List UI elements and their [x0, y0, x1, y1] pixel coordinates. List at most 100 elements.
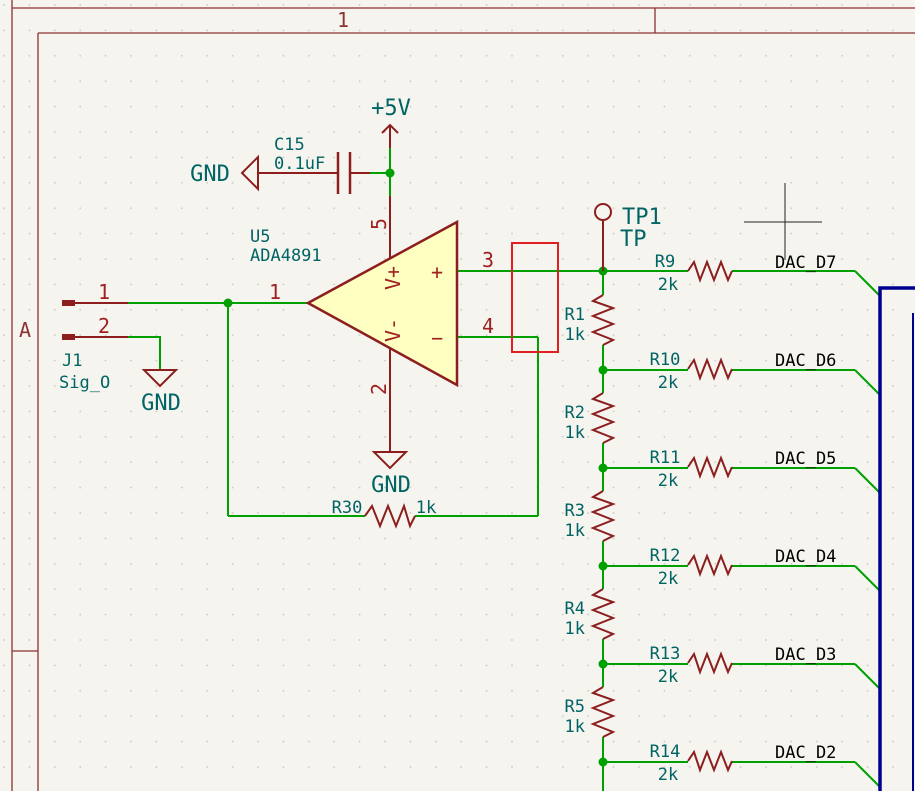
r30-resistor[interactable]: R30 1k — [332, 498, 437, 529]
resistor-value: 1k — [565, 619, 585, 639]
j1-pin2-number: 2 — [98, 314, 110, 338]
ladder-branch-r13[interactable]: R13 2k DAC_D3 — [650, 644, 837, 687]
gnd-label-j1: GND — [141, 391, 181, 416]
gnd-symbol-j1[interactable]: GND — [141, 369, 181, 416]
net-label-dac-d3[interactable]: DAC_D3 — [775, 645, 836, 665]
resistor-value: 2k — [658, 373, 678, 393]
resistor-reference: R13 — [650, 644, 681, 664]
u5-value: ADA4891 — [250, 246, 322, 266]
j1-pin1-contact — [62, 300, 75, 306]
ladder-branch-r11[interactable]: R11 2k DAC_D5 — [650, 448, 837, 491]
c15-value: 0.1uF — [274, 154, 325, 174]
resistor-zigzag — [590, 588, 616, 640]
c15-capacitor[interactable]: C15 0.1uF — [258, 135, 370, 194]
resistor-zigzag — [687, 357, 733, 381]
u5-reference: U5 — [250, 227, 270, 247]
crosshair-cursor-icon — [744, 183, 822, 260]
border-row-letter: A — [19, 318, 31, 342]
tp1-testpoint[interactable]: TP1 TP — [594, 203, 662, 271]
dac-bus[interactable] — [878, 286, 915, 791]
opamp-vplus-label: V+ — [381, 266, 405, 290]
net-label-dac-d5[interactable]: DAC_D5 — [775, 449, 836, 469]
opamp-minus-sign: − — [431, 326, 443, 350]
resistor-zigzag — [590, 392, 616, 444]
resistor-reference: R2 — [565, 403, 585, 423]
opamp-pin-plus: 3 — [482, 248, 494, 272]
border-column-number: 1 — [337, 8, 349, 32]
j1-value: Sig_O — [59, 373, 110, 393]
ladder-branch-r9[interactable]: R9 2k DAC_D7 — [655, 252, 837, 295]
resistor-reference: R11 — [650, 448, 681, 468]
opamp-pin-vminus: 2 — [367, 383, 391, 395]
j1-connector[interactable]: 1 2 J1 Sig_O — [59, 280, 128, 393]
resistor-reference: R3 — [565, 501, 585, 521]
power-5v-symbol[interactable]: +5V — [371, 96, 411, 148]
opamp-triangle — [305, 219, 459, 388]
ladder-branch-r10[interactable]: R10 2k DAC_D6 — [650, 350, 837, 393]
resistor-reference: R9 — [655, 252, 675, 272]
j1-pin2-contact — [62, 334, 75, 340]
ground-icon — [141, 369, 179, 388]
net-label-dac-d7[interactable]: DAC_D7 — [775, 253, 836, 273]
resistor-reference: R1 — [565, 305, 585, 325]
ladder-branch-r12[interactable]: R12 2k DAC_D4 — [650, 546, 837, 589]
resistor-zigzag — [687, 651, 733, 675]
ladder-branch-r14[interactable]: R14 2k DAC_D2 — [650, 742, 837, 785]
net-label-dac-d2[interactable]: DAC_D2 — [775, 743, 836, 763]
resistor-value: 1k — [565, 423, 585, 443]
vcc-label: +5V — [371, 96, 411, 121]
resistor-reference: R5 — [565, 697, 585, 717]
r30-reference: R30 — [332, 498, 363, 518]
r30-value: 1k — [416, 498, 436, 518]
resistor-zigzag — [687, 455, 733, 479]
resistor-reference: R14 — [650, 742, 681, 762]
opamp-vminus-label: V- — [381, 318, 405, 342]
resistor-value: 2k — [658, 765, 678, 785]
opamp-pin-out: 1 — [269, 280, 281, 304]
resistor-zigzag — [687, 259, 733, 283]
resistor-reference: R12 — [650, 546, 681, 566]
resistor-zigzag — [590, 686, 616, 738]
net-label-dac-d6[interactable]: DAC_D6 — [775, 351, 836, 371]
resistor-reference: R4 — [565, 599, 585, 619]
gnd-symbol-c15[interactable]: GND — [190, 154, 259, 192]
gnd-symbol-opamp[interactable]: GND — [371, 405, 411, 498]
resistor-value: 1k — [565, 325, 585, 345]
sheet-border — [11, 0, 915, 791]
resistor-value: 1k — [565, 521, 585, 541]
j1-reference: J1 — [62, 351, 82, 371]
resistor-value: 2k — [658, 569, 678, 589]
resistor-zigzag — [687, 553, 733, 577]
junctions — [223, 168, 608, 767]
resistor-value: 2k — [658, 667, 678, 687]
resistor-value: 2k — [658, 471, 678, 491]
j1-pin1-number: 1 — [98, 280, 110, 304]
selection-box[interactable] — [511, 242, 559, 353]
resistor-zigzag — [590, 294, 616, 346]
power-arrow-icon — [381, 123, 399, 134]
tp1-reference: TP1 — [622, 205, 662, 230]
resistor-reference: R10 — [650, 350, 681, 370]
tp1-value: TP — [620, 227, 647, 252]
opamp-pin-vplus: 5 — [367, 218, 391, 230]
resistor-zigzag — [590, 490, 616, 542]
ground-icon — [240, 154, 259, 192]
u5-opamp[interactable]: + − V+ V- 1 3 4 5 2 U5 ADA4891 — [250, 196, 494, 405]
gnd-label-opamp: GND — [371, 473, 411, 498]
resistor-value: 2k — [658, 275, 678, 295]
net-label-dac-d4[interactable]: DAC_D4 — [775, 547, 836, 567]
gnd-label-c15: GND — [190, 162, 230, 187]
opamp-pin-minus: 4 — [482, 314, 494, 338]
c15-reference: C15 — [274, 135, 305, 155]
opamp-plus-sign: + — [431, 260, 443, 284]
resistor-zigzag — [687, 749, 733, 773]
ladder-branch-resistors[interactable]: R92kDAC_D7R102kDAC_D6R112kDAC_D5R122kDAC… — [650, 252, 837, 785]
